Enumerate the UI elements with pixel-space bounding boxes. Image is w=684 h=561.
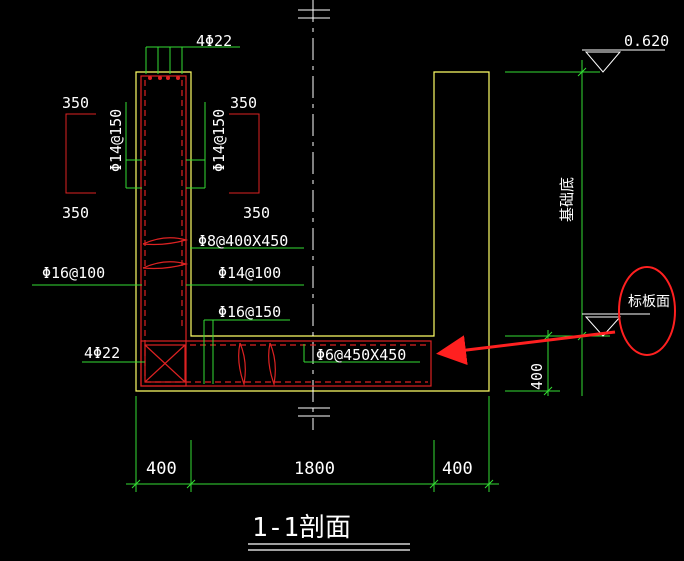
label-dim-350-br: 350	[243, 204, 270, 222]
dimension-350-brackets	[65, 113, 260, 194]
label-slab-face-note: 标板面	[628, 294, 670, 310]
corner-bars-box	[144, 344, 186, 383]
label-bottom-bars: 4Φ22	[84, 344, 120, 362]
label-dim-350-tl: 350	[62, 94, 89, 112]
label-width-mid: 1800	[294, 459, 335, 479]
label-width-right: 400	[442, 459, 473, 479]
label-wall-rebar-right: Φ14@150	[210, 109, 228, 172]
annotation	[436, 266, 676, 365]
label-width-left: 400	[146, 459, 177, 479]
label-inner-vertical: Φ14@100	[218, 264, 281, 282]
elevation-triangle-top	[584, 51, 622, 73]
tie-upper-1	[142, 237, 189, 246]
labels: 4Φ22 350 350 350 350 Φ14@150 Φ14@150 Φ8@…	[42, 32, 670, 543]
label-dim-350-tr: 350	[230, 94, 257, 112]
label-elevation: 0.620	[624, 32, 669, 50]
slab-rebar-cage	[140, 340, 432, 387]
corner-bars-diagonal-2	[144, 344, 186, 383]
drawing-title: 1-1剖面	[252, 513, 351, 543]
slab-face-highlight-ellipse	[618, 266, 676, 356]
wall-rebar-cage	[140, 75, 187, 387]
label-slab-tie: Φ6@450X450	[316, 346, 406, 364]
elevation-triangle-bottom	[584, 316, 622, 337]
slab-tie-1	[238, 342, 246, 387]
rebar	[140, 75, 432, 387]
annotation-arrow	[436, 330, 616, 365]
label-dim-350-bl: 350	[62, 204, 89, 222]
label-slab-rebar: Φ16@150	[218, 303, 281, 321]
title-underline	[248, 543, 410, 551]
top-bar-dots	[148, 76, 180, 80]
elevation-symbols	[582, 49, 665, 337]
label-outer-vertical: Φ16@100	[42, 264, 105, 282]
label-wall-rebar-left: Φ14@150	[107, 109, 125, 172]
label-top-bars: 4Φ22	[196, 32, 232, 50]
label-slab-thickness: 400	[528, 363, 546, 390]
slab-tie-2	[268, 342, 276, 387]
dimension-lines	[32, 46, 610, 492]
label-tie-upper: Φ8@400X450	[198, 232, 288, 250]
label-wall-height-note: 基础底	[558, 177, 576, 222]
tie-upper-2	[142, 261, 189, 270]
centerlines	[298, 0, 330, 430]
